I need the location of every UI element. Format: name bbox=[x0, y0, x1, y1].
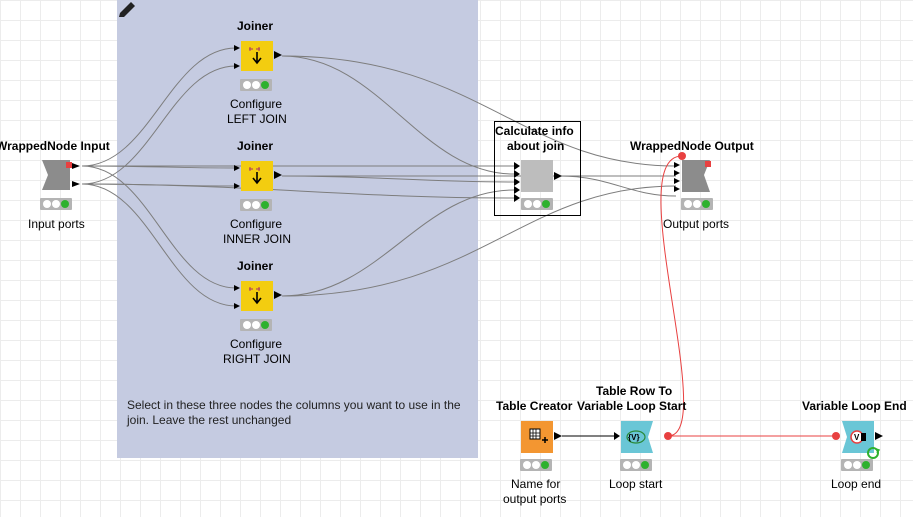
wrapped-input-icon[interactable] bbox=[40, 158, 82, 192]
loop-end-status bbox=[841, 459, 873, 471]
joiner-right-label-1: Configure bbox=[230, 337, 283, 351]
joiner-right-status bbox=[240, 319, 272, 331]
table-creator-label-2: output ports bbox=[503, 492, 567, 506]
joiner-right-title: Joiner bbox=[237, 259, 274, 273]
joiner-inner-status bbox=[240, 199, 272, 211]
wrapped-input-label: Input ports bbox=[28, 217, 85, 231]
table-creator-title: Table Creator bbox=[496, 399, 573, 413]
loop-start-title-2: Variable Loop Start bbox=[577, 399, 687, 413]
joiner-left-icon[interactable] bbox=[232, 40, 284, 72]
loop-end-icon[interactable]: V bbox=[836, 420, 886, 462]
svg-text:V: V bbox=[854, 433, 860, 442]
wrapped-output-status bbox=[681, 198, 713, 210]
loop-end-label: Loop end bbox=[831, 477, 882, 491]
wrapped-output-title: WrappedNode Output bbox=[630, 139, 754, 153]
joiner-right-label-2: RIGHT JOIN bbox=[223, 352, 291, 366]
joiner-inner-label-2: INNER JOIN bbox=[223, 232, 292, 246]
joiner-left-title: Joiner bbox=[237, 19, 274, 33]
wrapped-input-title: WrappedNode Input bbox=[0, 139, 110, 153]
edit-pencil-icon[interactable] bbox=[117, 0, 139, 18]
joiner-left-label-2: LEFT JOIN bbox=[227, 112, 287, 126]
loop-start-label: Loop start bbox=[609, 477, 663, 491]
joiner-inner-icon[interactable] bbox=[232, 160, 284, 192]
calc-info-selection-box[interactable] bbox=[494, 121, 581, 216]
calc-info-title-2: about join bbox=[507, 139, 565, 153]
calc-info-title-1: Calculate info bbox=[495, 124, 574, 138]
loop-start-icon[interactable]: {V} bbox=[612, 420, 662, 454]
joiner-inner-label-1: Configure bbox=[230, 217, 283, 231]
table-creator-icon[interactable] bbox=[520, 420, 564, 454]
calc-info-status bbox=[521, 198, 553, 210]
joiner-right-icon[interactable] bbox=[232, 280, 284, 312]
calc-info-icon[interactable] bbox=[510, 158, 566, 208]
annotation-text: Select in these three nodes the columns … bbox=[127, 398, 461, 427]
svg-text:{V}: {V} bbox=[628, 433, 640, 442]
joiner-left-label-1: Configure bbox=[230, 97, 283, 111]
joiner-left-status bbox=[240, 79, 272, 91]
wrapped-output-label: Output ports bbox=[663, 217, 730, 231]
wrapped-output-icon[interactable] bbox=[672, 158, 716, 194]
loop-start-title-1: Table Row To bbox=[596, 384, 673, 398]
loop-end-title: Variable Loop End bbox=[802, 399, 907, 413]
table-creator-status bbox=[520, 459, 552, 471]
table-creator-label-1: Name for bbox=[511, 477, 561, 491]
loop-start-status bbox=[620, 459, 652, 471]
joiner-inner-title: Joiner bbox=[237, 139, 274, 153]
wrapped-input-status bbox=[40, 198, 72, 210]
